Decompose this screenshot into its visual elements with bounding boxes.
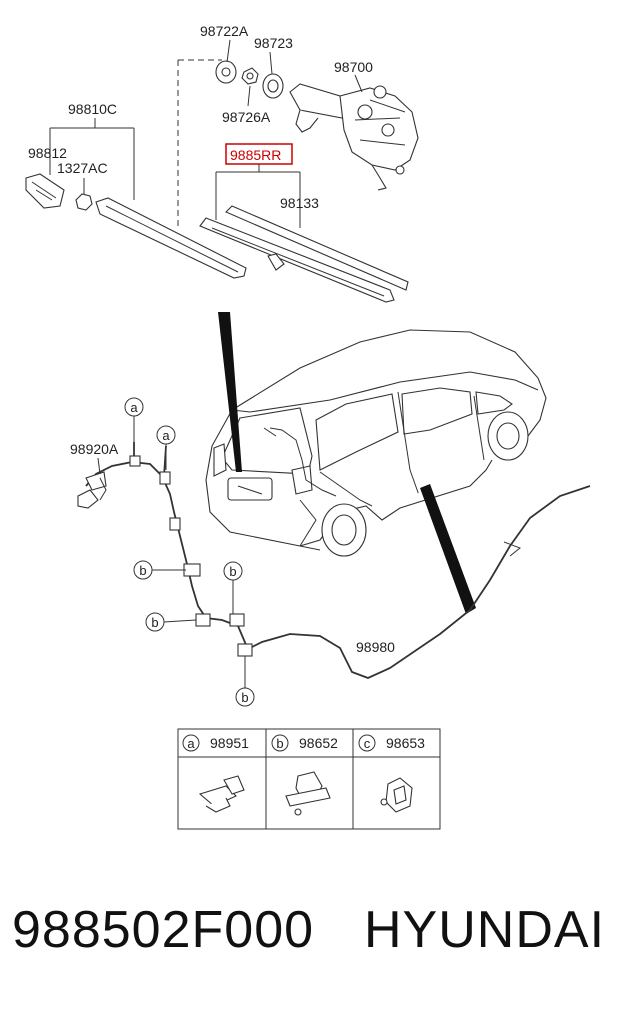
legend-cell-b: b 98652 [271, 734, 338, 752]
clip-98653-illustration [380, 777, 413, 813]
callout-b-bottom: b [235, 656, 255, 707]
label-9885rr: 9885RR [230, 147, 281, 163]
part-wiper-arm [95, 197, 247, 279]
part-98722a-cap [215, 60, 237, 84]
svg-text:98652: 98652 [299, 735, 338, 751]
part-1327ac-nut [75, 193, 93, 211]
pointer-strip-blade [218, 312, 242, 472]
svg-text:c: c [364, 736, 371, 751]
part-98726a-nut [241, 67, 259, 85]
callout-b-left-upper: b [133, 560, 186, 580]
svg-text:b: b [151, 615, 158, 630]
callout-b-left-lower: b [145, 612, 197, 632]
reference-dashed-line [177, 59, 222, 230]
label-98812: 98812 [28, 145, 67, 161]
label-98700: 98700 [334, 59, 373, 75]
svg-text:b: b [229, 564, 236, 579]
label-1327ac: 1327AC [57, 160, 108, 176]
clip-98652-illustration [285, 771, 331, 816]
vehicle-body [205, 329, 547, 557]
svg-text:a: a [130, 400, 138, 415]
callout-a-second: a [156, 425, 176, 470]
svg-text:a: a [187, 736, 195, 751]
part-98980-washer-hose [249, 485, 591, 679]
callout-a-top: a [124, 397, 144, 442]
label-98980: 98980 [356, 639, 395, 655]
svg-text:98653: 98653 [386, 735, 425, 751]
pointer-strip-hose [420, 484, 476, 614]
svg-text:b: b [241, 690, 248, 705]
brand-name: HYUNDAI [364, 901, 606, 959]
svg-text:a: a [162, 428, 170, 443]
part-number: 988502F000 [12, 901, 315, 959]
part-98812-arm-cover [25, 173, 65, 209]
svg-text:b: b [139, 563, 146, 578]
legend-cell-a: a 98951 [182, 734, 249, 752]
clip-98951-illustration [198, 775, 245, 813]
legend-table: a 98951 b 98652 c 98653 [177, 728, 441, 830]
label-98810c: 98810C [68, 101, 117, 117]
part-98700-wiper-motor [289, 83, 419, 191]
part-9885rr-wiper-blade [199, 205, 409, 303]
part-98723-washer [262, 73, 284, 99]
label-98722a: 98722A [200, 23, 249, 39]
label-98133: 98133 [280, 195, 319, 211]
legend-cell-c: c 98653 [358, 734, 425, 752]
callout-b-right-upper: b [223, 561, 243, 614]
svg-text:b: b [276, 736, 283, 751]
label-98920a: 98920A [70, 441, 119, 457]
svg-text:98951: 98951 [210, 735, 249, 751]
label-98723: 98723 [254, 35, 293, 51]
label-98726a: 98726A [222, 109, 271, 125]
